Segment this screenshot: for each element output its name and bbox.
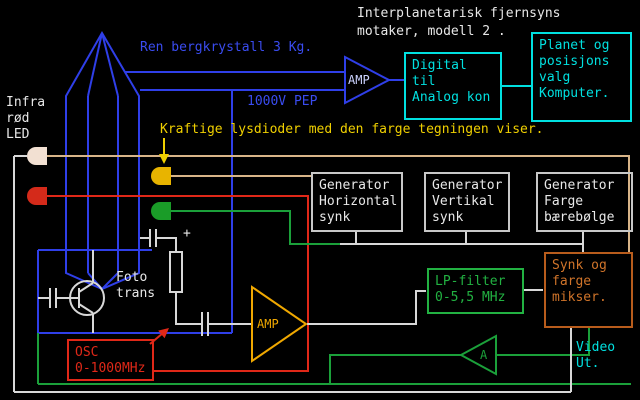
generator-horizontal-box: Generator Horizontal synk: [311, 172, 403, 232]
yellow-led: [151, 167, 171, 185]
box-line: valg: [539, 70, 571, 85]
box-line: 0-1000MHz: [75, 361, 146, 376]
yellow-arrow: [159, 138, 169, 164]
box-line: OSC: [75, 345, 99, 360]
capacitor-left: [38, 288, 57, 308]
title-line-2: motaker, modell 2 .: [357, 24, 506, 39]
white-wires: [13, 155, 584, 393]
box-line: synk: [432, 210, 464, 225]
generator-color-box: Generator Farge bærebølge: [536, 172, 633, 232]
title-line-1: Interplanetarisk fjernsyns: [357, 6, 561, 21]
box-line: mikser.: [552, 290, 607, 305]
infra-label-2: rød: [6, 111, 30, 126]
lp-filter-box: LP-filter 0-5,5 MHz: [427, 268, 524, 314]
box-line: Horizontal: [319, 194, 398, 209]
box-line: synk: [319, 210, 351, 225]
infra-label-1: Infra: [6, 95, 46, 110]
blue-amp-triangle: [344, 55, 392, 105]
planet-computer-box: Planet og posisjons valg Komputer.: [531, 32, 632, 122]
crystal-label: Ren bergkrystall 3 Kg.: [140, 40, 313, 55]
red-arrowhead: [158, 328, 169, 339]
sync-mixer-box: Synk og farge mikser.: [544, 252, 633, 328]
box-line: Planet og: [539, 38, 610, 53]
box-line: 0-5,5 MHz: [435, 290, 506, 305]
photo-transistor: [56, 250, 105, 333]
infra-label-3: LED: [6, 127, 30, 142]
resistor: [140, 229, 202, 325]
blue-wires: [37, 71, 404, 334]
plus-sign: +: [183, 226, 191, 241]
box-line: Vertikal: [432, 194, 495, 209]
box-line: Komputer.: [539, 86, 610, 101]
generator-vertical-box: Generator Vertikal synk: [424, 172, 510, 232]
green-wires: [37, 210, 631, 385]
box-line: Generator: [319, 178, 390, 193]
video-out-1: Video: [576, 340, 616, 355]
dac-box: Digital til Analog kon: [404, 52, 502, 120]
led-caption: Kraftige lysdioder med den farge tegning…: [160, 122, 544, 137]
box-line: Synk og: [552, 258, 607, 273]
foto-label-1: Foto: [116, 270, 148, 285]
capacitor-amp-input: [201, 312, 252, 336]
box-line: Analog kon: [412, 90, 491, 105]
video-out-2: Ut.: [576, 356, 600, 371]
box-line: bærebølge: [544, 210, 615, 225]
pep-label: 1000V PEP: [247, 94, 318, 109]
osc-box: OSC 0-1000MHz: [67, 339, 154, 381]
yellow-amp-label: AMP: [257, 317, 279, 331]
box-line: farge: [552, 274, 592, 289]
box-line: Farge: [544, 194, 584, 209]
box-line: Generator: [432, 178, 503, 193]
box-line: til: [412, 74, 436, 89]
green-amp-label: A: [480, 348, 488, 362]
infrared-led: [27, 147, 47, 165]
box-line: LP-filter: [435, 274, 506, 289]
box-line: Generator: [544, 178, 615, 193]
green-amp-triangle: [458, 334, 497, 376]
box-line: posisjons: [539, 54, 610, 69]
box-line: Digital: [412, 58, 467, 73]
green-led: [151, 202, 171, 220]
yellow-amp-triangle: [251, 285, 308, 363]
blue-amp-label: AMP: [348, 73, 370, 87]
foto-label-2: trans: [116, 286, 156, 301]
red-led: [27, 187, 47, 205]
tan-wires: [47, 155, 630, 253]
